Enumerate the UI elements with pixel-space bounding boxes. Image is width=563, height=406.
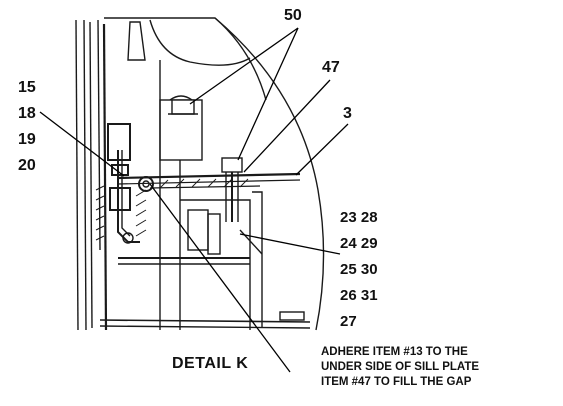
seal-hatch bbox=[95, 185, 147, 241]
bolt-head bbox=[168, 99, 198, 115]
callout-50: 50 bbox=[284, 7, 302, 24]
callout-23-28: 23 28 bbox=[340, 209, 378, 226]
callout-20: 20 bbox=[18, 157, 36, 174]
note-line: ITEM #47 TO FILL THE GAP bbox=[321, 376, 472, 388]
note-line: ADHERE ITEM #13 TO THE bbox=[321, 346, 468, 358]
detail-label: DETAIL K bbox=[172, 355, 249, 372]
assembly-note: ADHERE ITEM #13 TO THE UNDER SIDE OF SIL… bbox=[321, 345, 557, 390]
callout-15: 15 bbox=[18, 79, 36, 96]
assembly-outline bbox=[75, 17, 325, 331]
callout-47: 47 bbox=[322, 59, 340, 76]
callout-19: 19 bbox=[18, 131, 36, 148]
callout-18: 18 bbox=[18, 105, 36, 122]
callout-25-30: 25 30 bbox=[340, 261, 378, 278]
callout-3: 3 bbox=[343, 105, 352, 122]
callout-24-29: 24 29 bbox=[340, 235, 378, 252]
note-line: UNDER SIDE OF SILL PLATE bbox=[321, 361, 480, 373]
callout-27: 27 bbox=[340, 313, 357, 330]
callout-26-31: 26 31 bbox=[340, 287, 378, 304]
leader-lines bbox=[39, 27, 349, 373]
